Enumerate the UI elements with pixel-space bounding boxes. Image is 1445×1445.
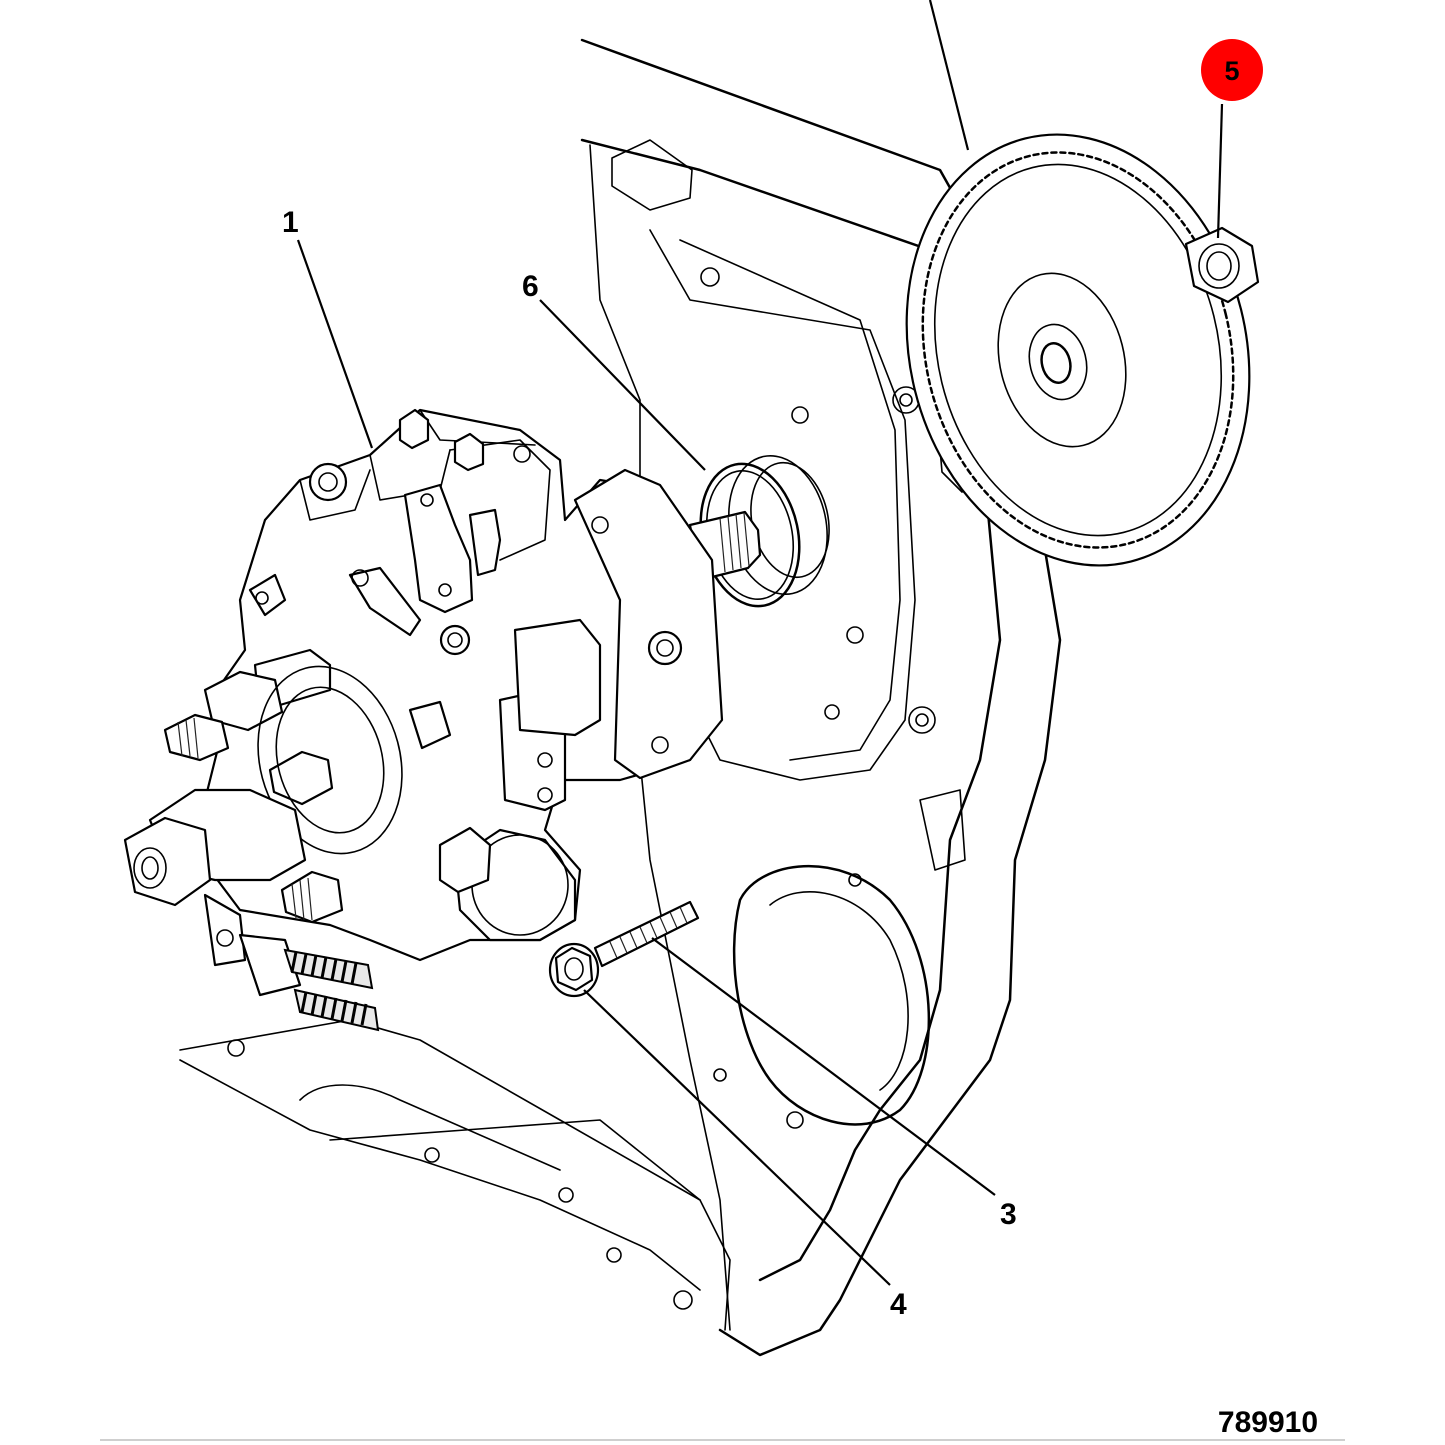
fuel-injection-pump bbox=[123, 408, 724, 997]
callouts: 1 6 5 3 4 bbox=[282, 39, 1263, 1321]
callout-5-highlight[interactable]: 5 bbox=[1201, 39, 1263, 101]
pump-mounting-studs bbox=[283, 948, 380, 1032]
callout-5: 5 bbox=[1224, 56, 1239, 86]
timing-gear bbox=[905, 133, 1251, 567]
gear-retaining-nut bbox=[1184, 226, 1260, 304]
callout-1: 1 bbox=[282, 206, 299, 239]
stud-item-3 bbox=[593, 900, 700, 968]
callout-4: 4 bbox=[890, 1288, 907, 1321]
drawing-number: 789910 bbox=[1218, 1406, 1318, 1439]
callout-3: 3 bbox=[1000, 1198, 1017, 1231]
highlight-marker bbox=[1201, 39, 1263, 101]
flange-nut-item-4 bbox=[548, 942, 600, 998]
leader-lines bbox=[296, 0, 1224, 1286]
crankcase-outline bbox=[179, 873, 862, 1331]
callout-6: 6 bbox=[522, 270, 539, 303]
